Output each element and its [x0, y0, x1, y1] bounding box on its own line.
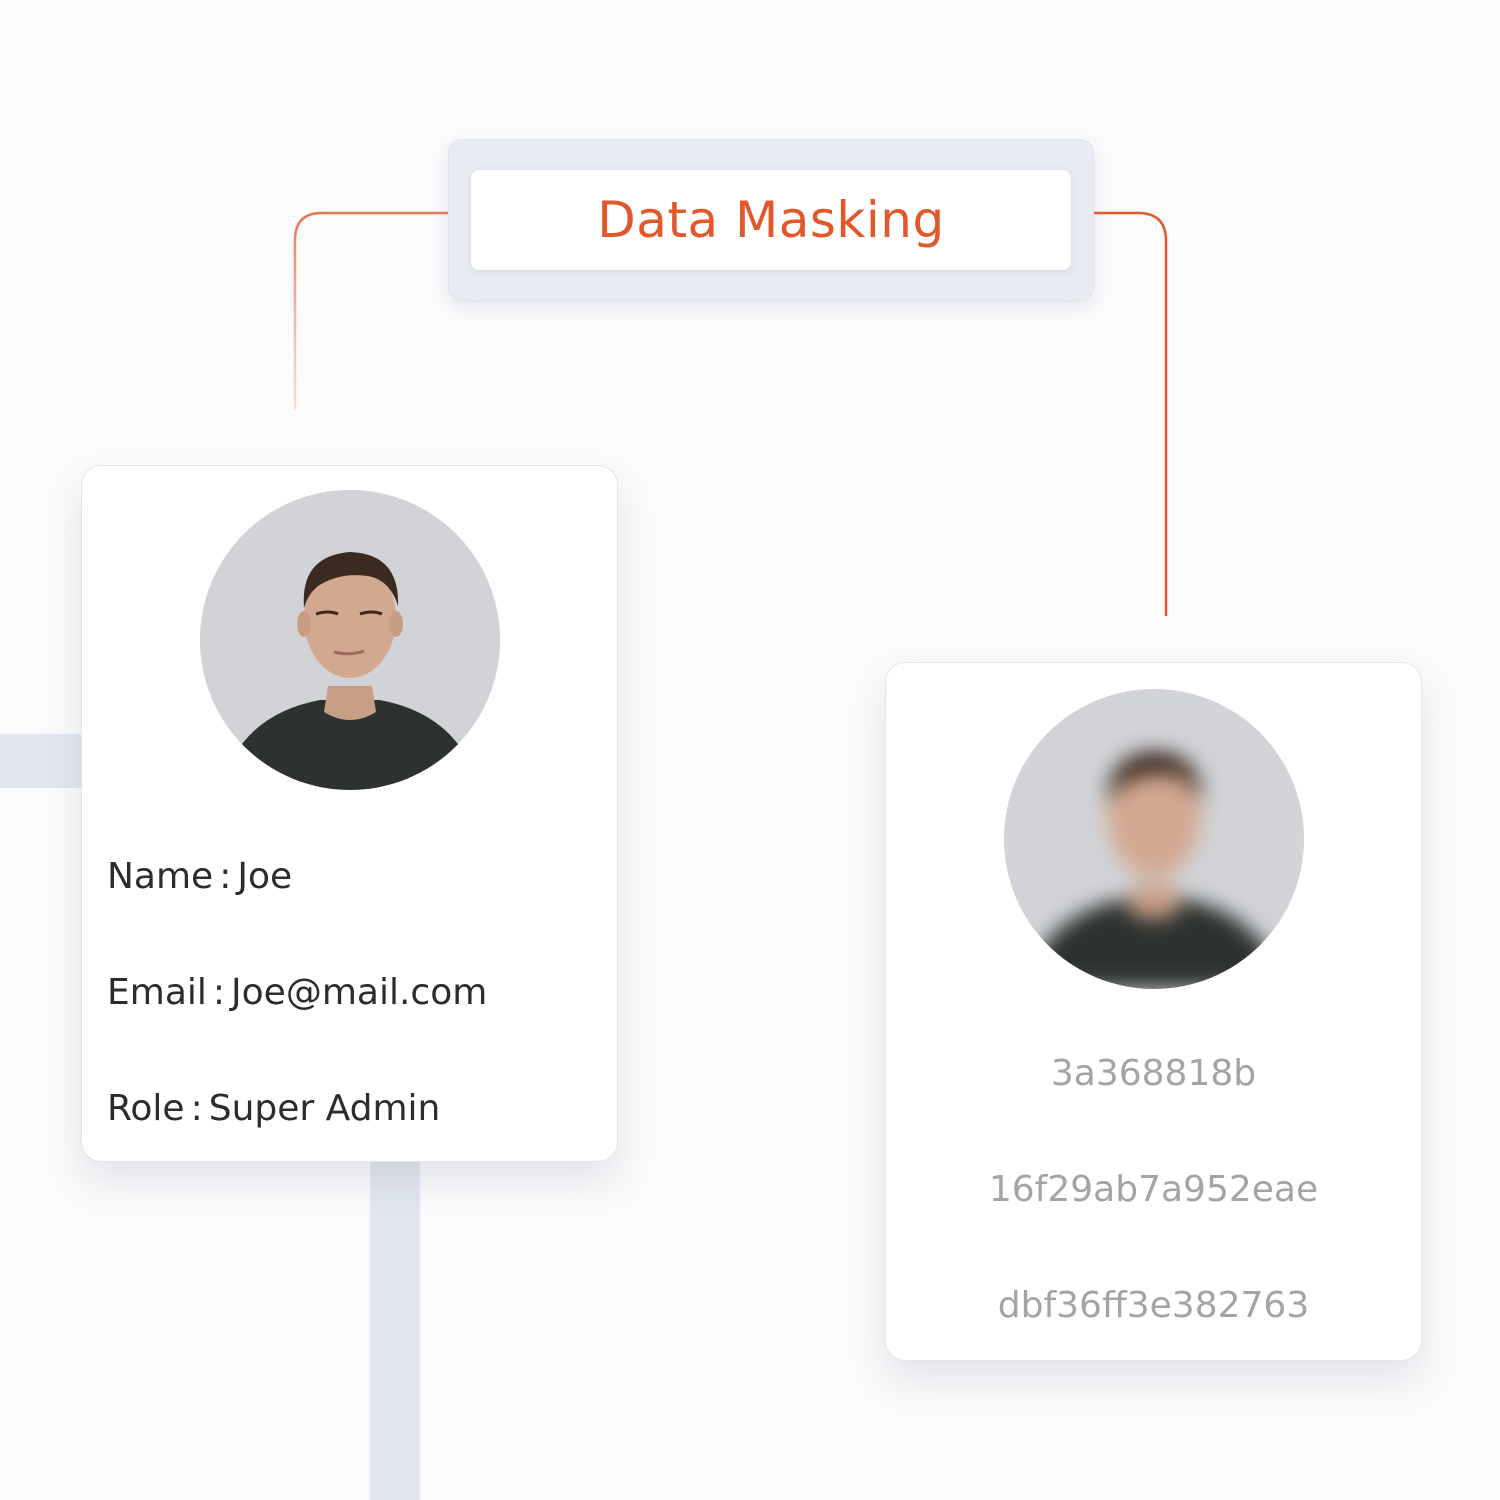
- email-field: Email:Joe@mail.com: [107, 972, 487, 1013]
- name-value: Joe: [237, 856, 293, 897]
- role-label: Role: [107, 1088, 185, 1129]
- title-chip: Data Masking: [471, 170, 1071, 270]
- masked-avatar: [1004, 689, 1304, 989]
- masked-value-2: 16f29ab7a952eae: [988, 1169, 1319, 1210]
- role-field: Role:Super Admin: [107, 1088, 440, 1129]
- role-separator: :: [190, 1088, 203, 1129]
- masked-value-1: 3a368818b: [1050, 1053, 1257, 1094]
- masked-value-3: dbf36ff3e382763: [997, 1285, 1310, 1326]
- role-value: Super Admin: [208, 1088, 441, 1129]
- background-connector-bar-vertical: [370, 1150, 420, 1500]
- email-value: Joe@mail.com: [231, 972, 488, 1013]
- masked-user-card: 3a368818b 16f29ab7a952eae dbf36ff3e38276…: [885, 662, 1422, 1361]
- title-label: Data Masking: [597, 191, 945, 249]
- name-separator: :: [219, 856, 232, 897]
- email-separator: :: [212, 972, 226, 1013]
- connector-line-to-original: [293, 211, 450, 410]
- email-label: Email: [107, 972, 207, 1013]
- portrait-image: [200, 490, 500, 790]
- background-connector-bar-horizontal: [0, 734, 86, 788]
- name-label: Name: [107, 856, 214, 897]
- name-field: Name:Joe: [107, 856, 292, 897]
- user-avatar: [200, 490, 500, 790]
- original-user-card: Name:Joe Email:Joe@mail.com Role:Super A…: [81, 465, 618, 1162]
- blurred-portrait-image: [1004, 689, 1304, 989]
- connector-line-to-masked: [1092, 211, 1168, 616]
